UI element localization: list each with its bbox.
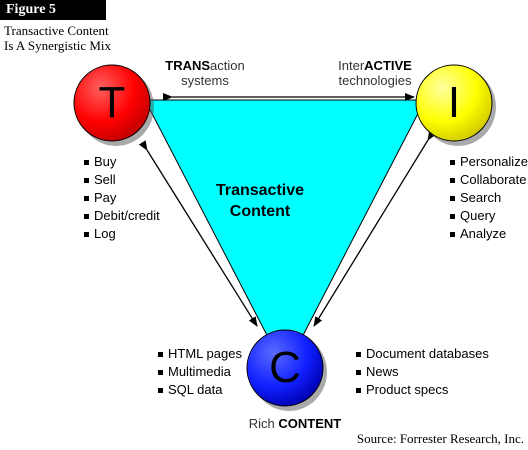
arrow-i-to-c bbox=[313, 130, 437, 327]
node-c-label-bold: CONTENT bbox=[278, 416, 342, 431]
node-c-circle bbox=[246, 329, 324, 407]
node-t-circle bbox=[73, 64, 151, 142]
list-item: Log bbox=[84, 225, 160, 243]
node-i-circle bbox=[415, 64, 493, 142]
list-item: HTML pages bbox=[158, 345, 242, 363]
list-item: Personalize bbox=[450, 153, 528, 171]
node-i-letter: I bbox=[447, 78, 461, 127]
source-credit: Source: Forrester Research, Inc. bbox=[356, 431, 524, 446]
list-item: Multimedia bbox=[158, 363, 242, 381]
node-c-letter: C bbox=[269, 343, 301, 392]
node-i-label-bold: ACTIVE bbox=[364, 58, 412, 73]
node-i-label-prefix: Inter bbox=[338, 58, 365, 73]
list-item: Sell bbox=[84, 171, 160, 189]
list-item: Analyze bbox=[450, 225, 528, 243]
node-t-label: TRANSaction systems bbox=[150, 58, 260, 88]
center-title: Transactive Content bbox=[215, 182, 305, 220]
node-c-items-right: Document databases News Product specs bbox=[356, 345, 489, 399]
list-item: Document databases bbox=[356, 345, 489, 363]
node-i-items: Personalize Collaborate Search Query Ana… bbox=[450, 153, 528, 243]
node-t-letter: T bbox=[98, 78, 126, 127]
node-t-label-rest: action bbox=[210, 58, 245, 73]
list-item: Product specs bbox=[356, 381, 489, 399]
list-item: Search bbox=[450, 189, 528, 207]
node-t-items: Buy Sell Pay Debit/credit Log bbox=[84, 153, 160, 243]
list-item: Buy bbox=[84, 153, 160, 171]
node-i-label: InterACTIVE technologies bbox=[320, 58, 430, 88]
node-c-label-prefix: Rich bbox=[248, 416, 279, 431]
list-item: Pay bbox=[84, 189, 160, 207]
node-i-label-line2: technologies bbox=[338, 73, 412, 88]
figure-label: Figure 5 bbox=[0, 0, 106, 20]
node-c-label: Rich CONTENT bbox=[235, 416, 355, 431]
list-item: Query bbox=[450, 207, 528, 225]
list-item: Debit/credit bbox=[84, 207, 160, 225]
node-c-items-left: HTML pages Multimedia SQL data bbox=[158, 345, 242, 399]
node-t-label-line2: systems bbox=[181, 73, 229, 88]
figure-subtitle: Transactive Content Is A Synergistic Mix bbox=[4, 23, 112, 53]
list-item: News bbox=[356, 363, 489, 381]
arrow-t-to-c bbox=[138, 140, 258, 327]
list-item: SQL data bbox=[158, 381, 242, 399]
node-t-label-bold: TRANS bbox=[165, 58, 211, 73]
list-item: Collaborate bbox=[450, 171, 528, 189]
